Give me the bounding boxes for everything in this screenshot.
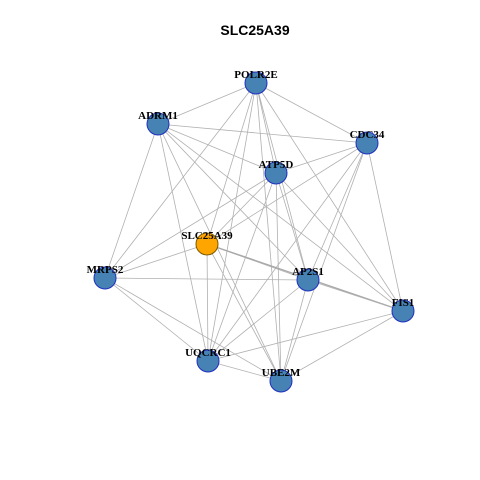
node-circle-fis1 [391, 299, 415, 323]
diagram-title: SLC25A39 [220, 22, 289, 38]
edge-adrm1-cdc34 [157, 123, 368, 144]
edge-polr2e-cdc34 [255, 82, 368, 144]
node-label-adrm1: ADRM1 [138, 110, 178, 122]
node-uqcrc1: UQCRC1 [185, 347, 231, 373]
node-polr2e: POLR2E [234, 69, 278, 95]
edge-adrm1-atp5d [157, 123, 277, 174]
edge-cdc34-ap2s1 [307, 142, 368, 281]
node-atp5d: ATP5D [259, 159, 294, 185]
node-label-slc25a39: SLC25A39 [181, 230, 233, 242]
node-label-ap2s1: AP2S1 [292, 266, 324, 278]
node-label-polr2e: POLR2E [234, 69, 277, 81]
edge-atp5d-fis1 [275, 172, 404, 312]
edge-uqcrc1-ube2m [207, 360, 282, 382]
node-circle-uqcrc1 [196, 349, 220, 373]
edge-polr2e-atp5d [255, 82, 277, 174]
edge-mrps2-uqcrc1 [104, 277, 209, 362]
node-label-ube2m: UBE2M [262, 367, 301, 379]
edge-slc25a39-mrps2 [104, 243, 208, 279]
edge-fis1-uqcrc1 [207, 310, 404, 362]
edge-cdc34-uqcrc1 [207, 142, 368, 362]
edge-cdc34-ube2m [280, 142, 368, 382]
node-ube2m: UBE2M [262, 367, 301, 393]
edge-atp5d-ube2m [275, 172, 282, 382]
edge-adrm1-fis1 [157, 123, 404, 312]
edge-ap2s1-fis1 [307, 279, 404, 312]
edge-ap2s1-ube2m [280, 279, 309, 382]
edge-mrps2-ap2s1 [104, 277, 309, 281]
edge-polr2e-mrps2 [104, 82, 257, 279]
edge-polr2e-adrm1 [157, 82, 257, 125]
edge-cdc34-atp5d [275, 142, 368, 174]
edge-atp5d-uqcrc1 [207, 172, 277, 362]
node-circle-ap2s1 [296, 268, 320, 292]
edge-polr2e-slc25a39 [206, 82, 257, 245]
node-label-uqcrc1: UQCRC1 [185, 347, 231, 359]
node-label-atp5d: ATP5D [259, 159, 294, 171]
edge-ap2s1-uqcrc1 [207, 279, 309, 362]
edge-polr2e-uqcrc1 [207, 82, 257, 362]
edge-polr2e-ube2m [255, 82, 282, 382]
node-circle-polr2e [244, 71, 268, 95]
edge-atp5d-mrps2 [104, 172, 277, 279]
node-circle-ube2m [269, 369, 293, 393]
edge-fis1-ube2m [280, 310, 404, 382]
edge-adrm1-uqcrc1 [157, 123, 209, 362]
node-circle-cdc34 [355, 131, 379, 155]
edge-slc25a39-ube2m [206, 243, 282, 382]
node-circle-adrm1 [146, 112, 170, 136]
edge-polr2e-fis1 [255, 82, 404, 312]
edge-slc25a39-uqcrc1 [206, 243, 209, 362]
edge-adrm1-mrps2 [104, 123, 159, 279]
node-adrm1: ADRM1 [138, 110, 178, 136]
node-label-fis1: FIS1 [392, 297, 415, 309]
edge-atp5d-slc25a39 [206, 172, 277, 245]
edge-atp5d-ap2s1 [275, 172, 309, 281]
edge-cdc34-fis1 [366, 142, 404, 312]
node-ap2s1: AP2S1 [292, 266, 324, 292]
edge-cdc34-slc25a39 [206, 142, 368, 245]
node-circle-mrps2 [93, 266, 117, 290]
edge-mrps2-ube2m [104, 277, 282, 382]
node-circle-atp5d [264, 161, 288, 185]
node-circle-slc25a39 [195, 232, 219, 256]
edge-adrm1-ube2m [157, 123, 282, 382]
node-label-cdc34: CDC34 [350, 129, 385, 141]
node-mrps2: MRPS2 [87, 264, 124, 290]
node-slc25a39: SLC25A39 [181, 230, 233, 256]
node-label-mrps2: MRPS2 [87, 264, 124, 276]
node-fis1: FIS1 [391, 297, 415, 323]
edge-adrm1-ap2s1 [157, 123, 309, 281]
node-cdc34: CDC34 [350, 129, 385, 155]
